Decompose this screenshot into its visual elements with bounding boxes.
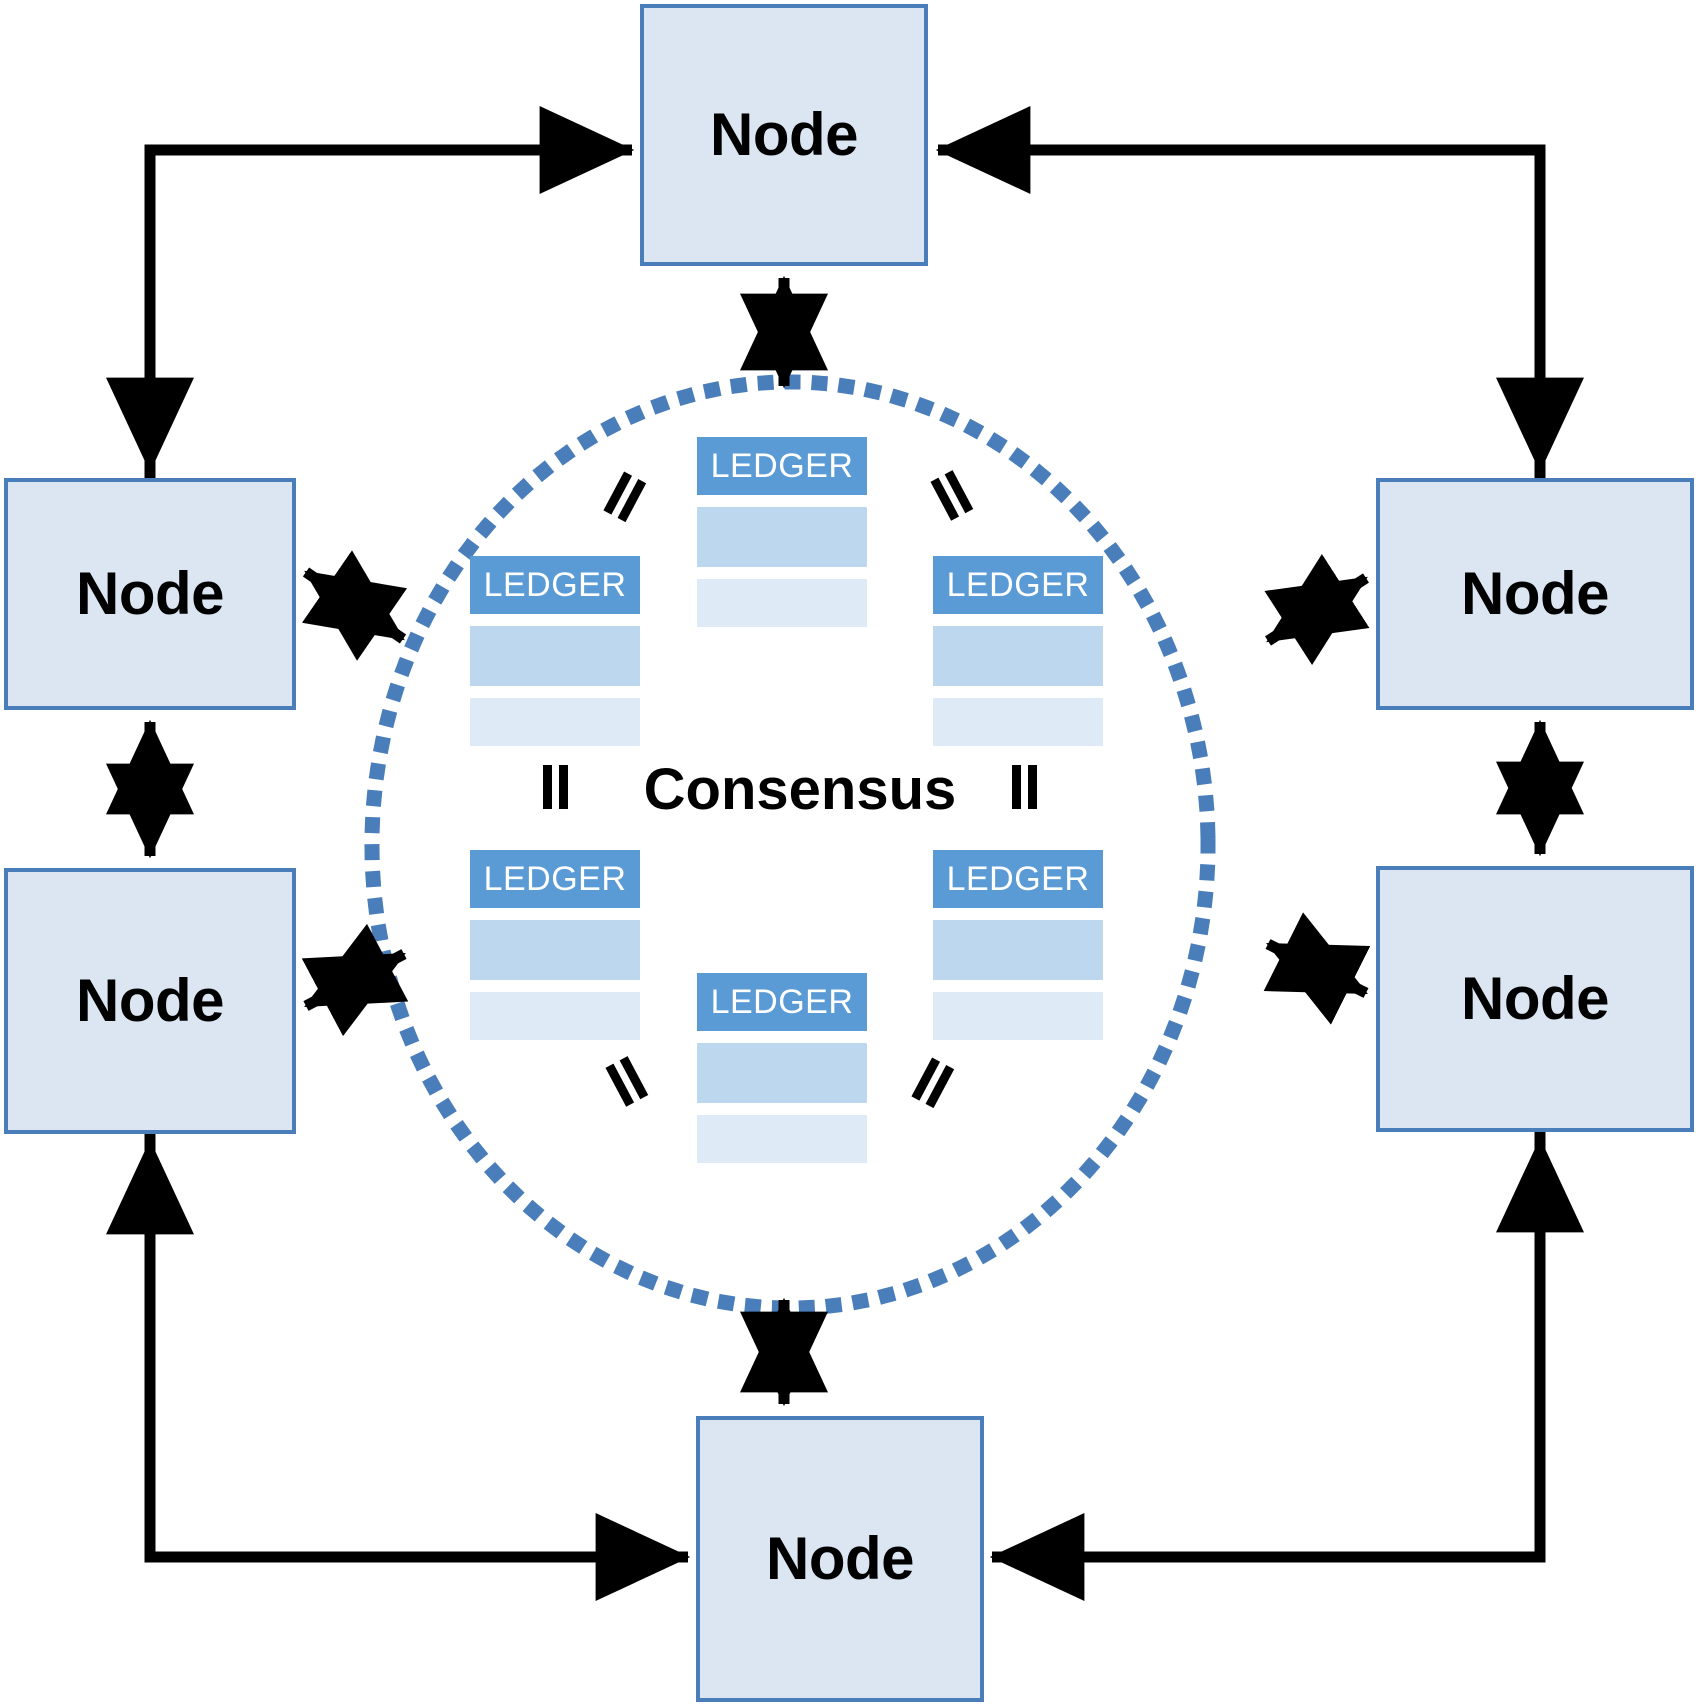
ledger-card-lower-left[interactable]: LEDGER	[470, 850, 640, 1040]
ledger-spacer	[933, 908, 1103, 920]
ledger-row-1	[470, 626, 640, 686]
equals-icon-bottom-left	[595, 1052, 657, 1114]
consensus-link-right-lower	[1263, 912, 1371, 1025]
node-label: Node	[710, 101, 859, 168]
node-box-left-upper[interactable]: Node	[4, 478, 296, 710]
ledger-row-1	[933, 626, 1103, 686]
ledger-spacer	[697, 1031, 867, 1043]
node-box-left-lower[interactable]: Node	[4, 868, 296, 1134]
node-box-bottom[interactable]: Node	[696, 1416, 984, 1702]
equals-icon-top-left	[592, 466, 654, 528]
ledger-header: LEDGER	[933, 850, 1103, 908]
node-label: Node	[766, 1525, 915, 1592]
ledger-spacer	[933, 614, 1103, 626]
equals-icon-bottom-right	[900, 1052, 962, 1114]
ledger-row-1	[470, 920, 640, 980]
ledger-spacer	[697, 1103, 867, 1115]
consensus-label: Consensus	[643, 757, 957, 822]
link-left-lower-to-bottom	[144, 1134, 691, 1601]
equals-icon-top-right	[920, 466, 982, 528]
consensus-link-left-lower	[301, 923, 409, 1037]
equals-icon-middle-left	[531, 765, 577, 811]
ledger-card-top-center[interactable]: LEDGER	[697, 437, 867, 627]
link-left-upper-to-top	[144, 106, 635, 478]
node-label: Node	[1461, 560, 1610, 627]
consensus-link-left-upper	[301, 550, 408, 661]
ledger-row-2	[470, 698, 640, 746]
ledger-row-2	[697, 1115, 867, 1163]
ledger-row-2	[933, 698, 1103, 746]
ledger-header: LEDGER	[933, 556, 1103, 614]
node-box-top[interactable]: Node	[640, 4, 928, 266]
ledger-card-lower-right[interactable]: LEDGER	[933, 850, 1103, 1040]
consensus-link-right-upper	[1264, 554, 1370, 665]
node-box-right-lower[interactable]: Node	[1376, 866, 1694, 1132]
ledger-header: LEDGER	[470, 556, 640, 614]
ledger-header: LEDGER	[697, 437, 867, 495]
ledger-spacer	[697, 567, 867, 579]
ledger-row-2	[697, 579, 867, 627]
node-label: Node	[76, 560, 225, 627]
ledger-header: LEDGER	[470, 850, 640, 908]
link-right-lower-to-bottom	[989, 1132, 1546, 1601]
ledger-spacer	[933, 686, 1103, 698]
ledger-spacer	[933, 980, 1103, 992]
ledger-row-1	[697, 1043, 867, 1103]
node-box-right-upper[interactable]: Node	[1376, 478, 1694, 710]
ledger-card-bottom-center[interactable]: LEDGER	[697, 973, 867, 1163]
ledger-spacer	[470, 908, 640, 920]
ledger-spacer	[470, 686, 640, 698]
ledger-row-2	[933, 992, 1103, 1040]
ledger-spacer	[470, 980, 640, 992]
ledger-row-2	[470, 992, 640, 1040]
node-label: Node	[1461, 965, 1610, 1032]
ledger-card-upper-right[interactable]: LEDGER	[933, 556, 1103, 746]
ledger-row-1	[697, 507, 867, 567]
ledger-header: LEDGER	[697, 973, 867, 1031]
ledger-row-1	[933, 920, 1103, 980]
link-right-upper-to-top	[935, 106, 1546, 478]
ledger-card-upper-left[interactable]: LEDGER	[470, 556, 640, 746]
ledger-spacer	[470, 614, 640, 626]
node-label: Node	[76, 967, 225, 1034]
equals-icon-middle-right	[1000, 765, 1046, 811]
ledger-spacer	[697, 495, 867, 507]
